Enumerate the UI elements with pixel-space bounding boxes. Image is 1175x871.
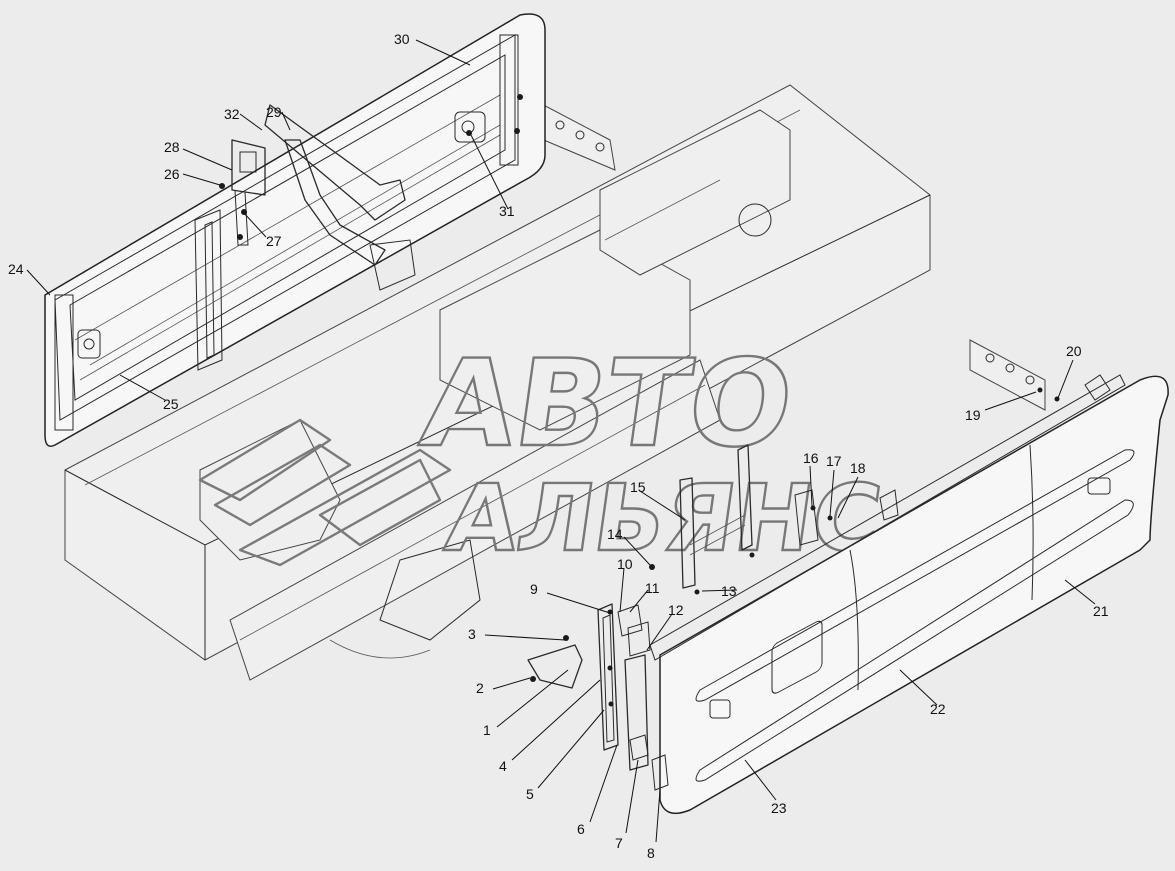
callout-7: 7 — [615, 835, 623, 851]
watermark-line1: АВТО — [413, 335, 801, 474]
callout-28: 28 — [164, 139, 180, 155]
callout-5: 5 — [526, 786, 534, 802]
leader-lines — [26, 39, 1096, 843]
callout-17: 17 — [826, 453, 842, 469]
callout-19: 19 — [965, 407, 981, 423]
callout-13: 13 — [721, 583, 737, 599]
vehicle-frame — [64, 84, 1046, 681]
callout-11: 11 — [645, 580, 660, 596]
callout-20: 20 — [1066, 343, 1082, 359]
callout-14: 14 — [607, 526, 623, 542]
callout-18: 18 — [850, 460, 866, 476]
callout-24: 24 — [8, 261, 24, 277]
callout-16: 16 — [803, 450, 819, 466]
fasteners-upper — [219, 94, 523, 240]
callout-32: 32 — [224, 106, 240, 122]
callout-30: 30 — [394, 31, 410, 47]
callout-3: 3 — [468, 626, 476, 642]
callout-6: 6 — [577, 821, 585, 837]
callout-25: 25 — [163, 396, 179, 412]
callout-9: 9 — [530, 581, 538, 597]
callout-22: 22 — [930, 701, 946, 717]
callout-8: 8 — [647, 845, 655, 861]
callout-labels: 1 2 3 4 5 6 7 8 9 10 11 12 13 14 15 16 1… — [8, 31, 1109, 861]
callout-1: 1 — [483, 722, 491, 738]
callout-15: 15 — [630, 479, 646, 495]
small-parts — [527, 387, 1060, 791]
watermark-logo — [198, 418, 452, 567]
side-panel-upper — [44, 13, 546, 447]
callout-10: 10 — [617, 556, 633, 572]
callout-27: 27 — [266, 233, 282, 249]
callout-31: 31 — [499, 203, 515, 219]
callout-23: 23 — [771, 800, 787, 816]
callout-2: 2 — [476, 680, 484, 696]
callout-29: 29 — [266, 104, 282, 120]
watermark-line2: АЛЬЯНС — [440, 464, 888, 571]
callout-26: 26 — [164, 166, 180, 182]
callout-4: 4 — [499, 758, 507, 774]
callout-12: 12 — [668, 602, 684, 618]
callout-21: 21 — [1093, 603, 1109, 619]
side-panel-lower — [649, 374, 1169, 815]
